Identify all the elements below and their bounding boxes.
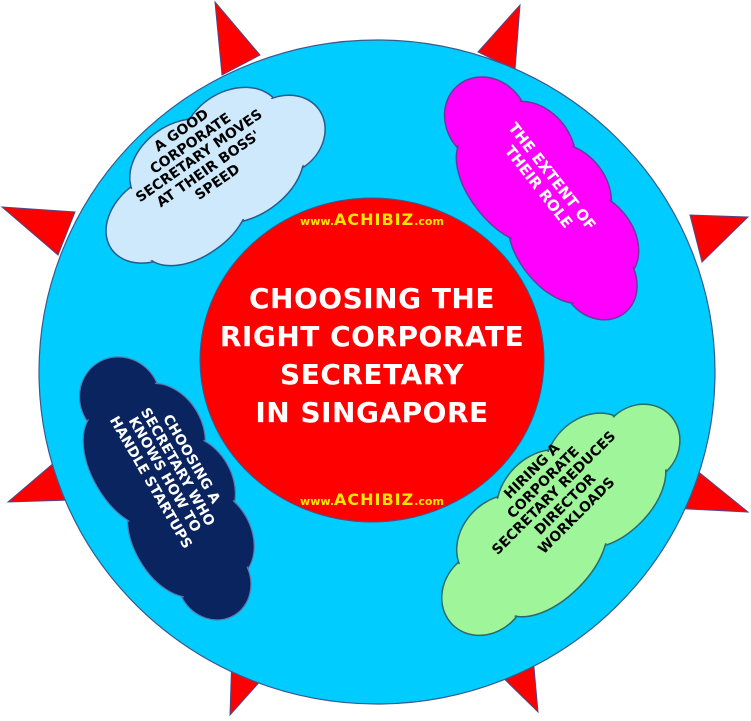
cloud-reduce-workloads-shape <box>440 403 681 637</box>
url-top: www.ACHIBIZ.com <box>272 210 472 229</box>
url-top-suffix: .com <box>414 215 444 228</box>
center-title-line-2: RIGHT CORPORATE <box>219 320 525 353</box>
cloud-handle-startups-shape <box>78 356 255 621</box>
url-bottom-prefix: www. <box>300 495 335 508</box>
cloud-extent-of-role-shape <box>443 76 640 321</box>
center-title: CHOOSING THE RIGHT CORPORATE SECRETARY I… <box>200 280 544 432</box>
url-top-prefix: www. <box>300 215 335 228</box>
cloud-boss-speed-shape <box>105 86 326 267</box>
spike-left-upper <box>0 206 76 256</box>
spike-right-upper <box>689 214 750 263</box>
center-title-line-1: CHOOSING THE <box>249 282 495 315</box>
url-bottom-suffix: .com <box>414 495 444 508</box>
spike-top-left <box>214 0 261 76</box>
center-title-line-4: IN SINGAPORE <box>255 396 489 429</box>
url-bottom-brand: ACHIBIZ <box>334 490 415 509</box>
center-circle <box>199 197 545 523</box>
url-bottom: www.ACHIBIZ.com <box>272 490 472 509</box>
url-top-brand: ACHIBIZ <box>334 210 415 229</box>
center-title-line-3: SECRETARY <box>280 358 464 391</box>
